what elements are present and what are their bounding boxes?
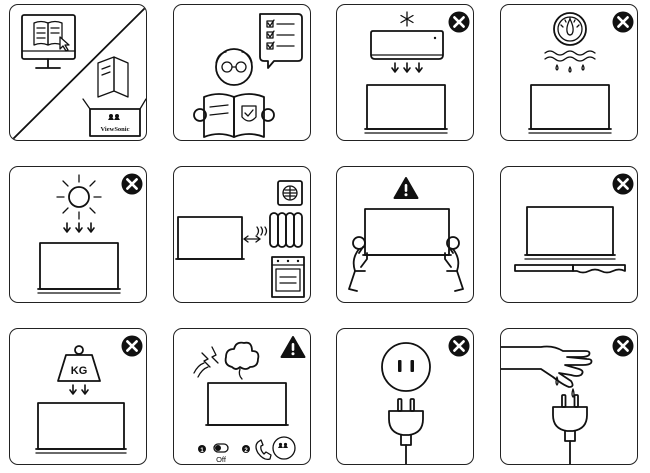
prohibited-icon xyxy=(120,172,144,196)
heavy-weight-icon: KG xyxy=(35,334,144,454)
prohibited-icon xyxy=(611,10,635,34)
person-reading-checklist-icon xyxy=(193,13,303,138)
tile-read-checklist xyxy=(173,4,311,141)
heat-source-icon xyxy=(175,180,305,298)
tile-read-manual: ViewSonic xyxy=(9,4,147,141)
two-person-lift-icon xyxy=(348,177,464,292)
tile-no-wet-hands xyxy=(500,328,638,465)
tile-no-humidity xyxy=(500,4,638,141)
brand-label: ViewSonic xyxy=(100,126,129,133)
tile-two-person-lift xyxy=(336,166,474,303)
step-number-1: 1 xyxy=(200,448,204,454)
warning-icon xyxy=(393,177,419,199)
prohibited-icon xyxy=(447,334,471,358)
wet-hand-plug-icon xyxy=(501,334,635,464)
warning-icon xyxy=(280,336,306,358)
tile-no-sunlight xyxy=(9,166,147,303)
power-switch-icon xyxy=(213,443,229,453)
direct-sunlight-icon xyxy=(37,172,144,294)
tile-no-unstable-surface xyxy=(500,166,638,303)
weight-label: KG xyxy=(71,365,88,377)
tile-no-outlet xyxy=(336,328,474,465)
prohibited-icon xyxy=(447,10,471,34)
tile-smoke-spark-warning: 1 Off 2 xyxy=(173,328,311,465)
humidity-gauge-icon xyxy=(528,10,635,134)
prohibited-icon xyxy=(611,334,635,358)
wall-outlet-plug-icon xyxy=(381,334,471,464)
prohibited-icon xyxy=(611,172,635,196)
unstable-surface-icon xyxy=(514,172,635,274)
air-conditioner-airflow-icon xyxy=(364,10,471,134)
tile-no-air-conditioner xyxy=(336,4,474,141)
phone-icon xyxy=(255,439,272,461)
tile-heat-sources xyxy=(173,166,311,303)
switch-off-label: Off xyxy=(216,455,227,464)
read-manual-icon: ViewSonic xyxy=(10,5,146,140)
smoke-spark-icon: 1 Off 2 xyxy=(193,336,306,464)
step-number-2: 2 xyxy=(244,448,248,454)
tile-no-heavy-objects: KG xyxy=(9,328,147,465)
prohibited-icon xyxy=(120,334,144,358)
